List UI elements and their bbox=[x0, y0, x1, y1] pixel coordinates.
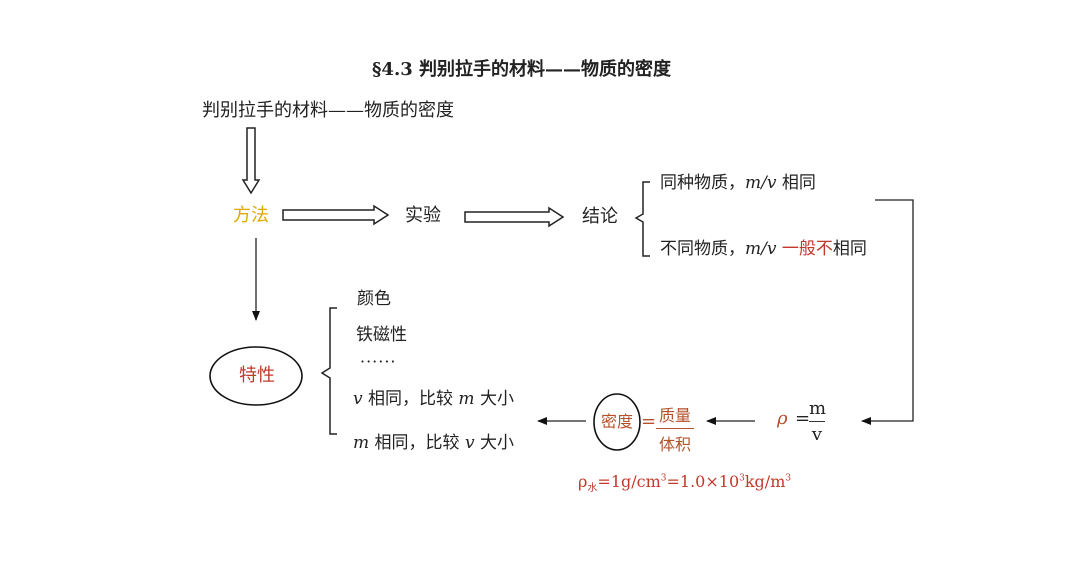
var-v: v bbox=[464, 433, 475, 453]
formula-equals: = bbox=[795, 408, 811, 429]
connector-conclusion-to-formula bbox=[861, 199, 914, 425]
conclusion-item-different: 不同物质，m/v 一般不相同 bbox=[660, 241, 867, 258]
feature-brace bbox=[320, 307, 337, 435]
density-ellipse bbox=[593, 393, 641, 451]
conclusion-item-var: m/v bbox=[745, 173, 777, 193]
text: =1g/cm bbox=[597, 472, 661, 491]
hollow-down-arrow bbox=[241, 127, 261, 195]
text: 相同，比较 bbox=[369, 433, 465, 453]
experiment-node: 实验 bbox=[405, 205, 441, 226]
formula-denominator: v bbox=[811, 424, 823, 445]
feature-node: 特性 bbox=[239, 365, 275, 386]
feature-ellipse bbox=[209, 346, 303, 406]
formula-numerator: m bbox=[809, 398, 827, 419]
var-m: m bbox=[353, 433, 370, 453]
hollow-right-arrow-method-experiment bbox=[282, 204, 390, 226]
conclusion-item-suffix: 相同 bbox=[832, 239, 867, 259]
density-numerator: 质量 bbox=[658, 406, 691, 425]
density-denominator: 体积 bbox=[658, 435, 691, 454]
feature-item-v-same: v 相同，比较 m 大小 bbox=[353, 391, 514, 408]
conclusion-brace bbox=[634, 181, 650, 257]
feature-item-magnetism: 铁磁性 bbox=[356, 325, 407, 345]
conclusion-item-same: 同种物质，m/v 相同 bbox=[660, 175, 816, 192]
density-fraction: 质量 体积 bbox=[656, 402, 694, 455]
fraction-bar bbox=[656, 428, 694, 429]
fraction-bar bbox=[809, 421, 825, 422]
text: 大小 bbox=[474, 389, 514, 409]
conclusion-item-suffix: 相同 bbox=[776, 173, 816, 193]
method-node: 方法 bbox=[233, 205, 269, 226]
text: 大小 bbox=[474, 433, 514, 453]
density-equals: = bbox=[641, 411, 657, 432]
hollow-right-arrow-experiment-conclusion bbox=[464, 206, 565, 228]
superscript: 3 bbox=[785, 473, 792, 484]
conclusion-item-emphasis: 一般不 bbox=[781, 239, 833, 259]
conclusion-node: 结论 bbox=[582, 206, 618, 227]
text: =1.0×10 bbox=[666, 472, 740, 491]
feature-item-ellipsis: ······ bbox=[360, 352, 397, 371]
feature-item-m-same: m 相同，比较 v 大小 bbox=[353, 435, 514, 452]
feature-item-color: 颜色 bbox=[357, 289, 391, 309]
superscript: 3 bbox=[660, 473, 667, 484]
topic-text: 判别拉手的材料——物质的密度 bbox=[202, 100, 454, 121]
water-subscript: 水 bbox=[587, 483, 598, 495]
rho-symbol: ρ bbox=[578, 472, 588, 491]
text: 相同，比较 bbox=[362, 389, 459, 409]
rho-symbol: ρ bbox=[777, 408, 788, 429]
density-label: 密度 bbox=[601, 412, 634, 431]
superscript: 3 bbox=[739, 473, 745, 484]
water-density: ρ水=1g/cm3=1.0×103kg/m3 bbox=[578, 474, 791, 494]
conclusion-item-var: m/v bbox=[745, 239, 777, 259]
var-m: m bbox=[458, 389, 475, 409]
formula-rho: ρ bbox=[777, 410, 788, 428]
formula-fraction: m v bbox=[809, 398, 827, 445]
conclusion-item-prefix: 不同物质， bbox=[660, 239, 745, 259]
page-title: §4.3 判别拉手的材料——物质的密度 bbox=[372, 59, 671, 80]
var-v: v bbox=[353, 389, 363, 409]
conclusion-item-prefix: 同种物质， bbox=[660, 173, 745, 193]
text: kg/m bbox=[744, 472, 786, 491]
